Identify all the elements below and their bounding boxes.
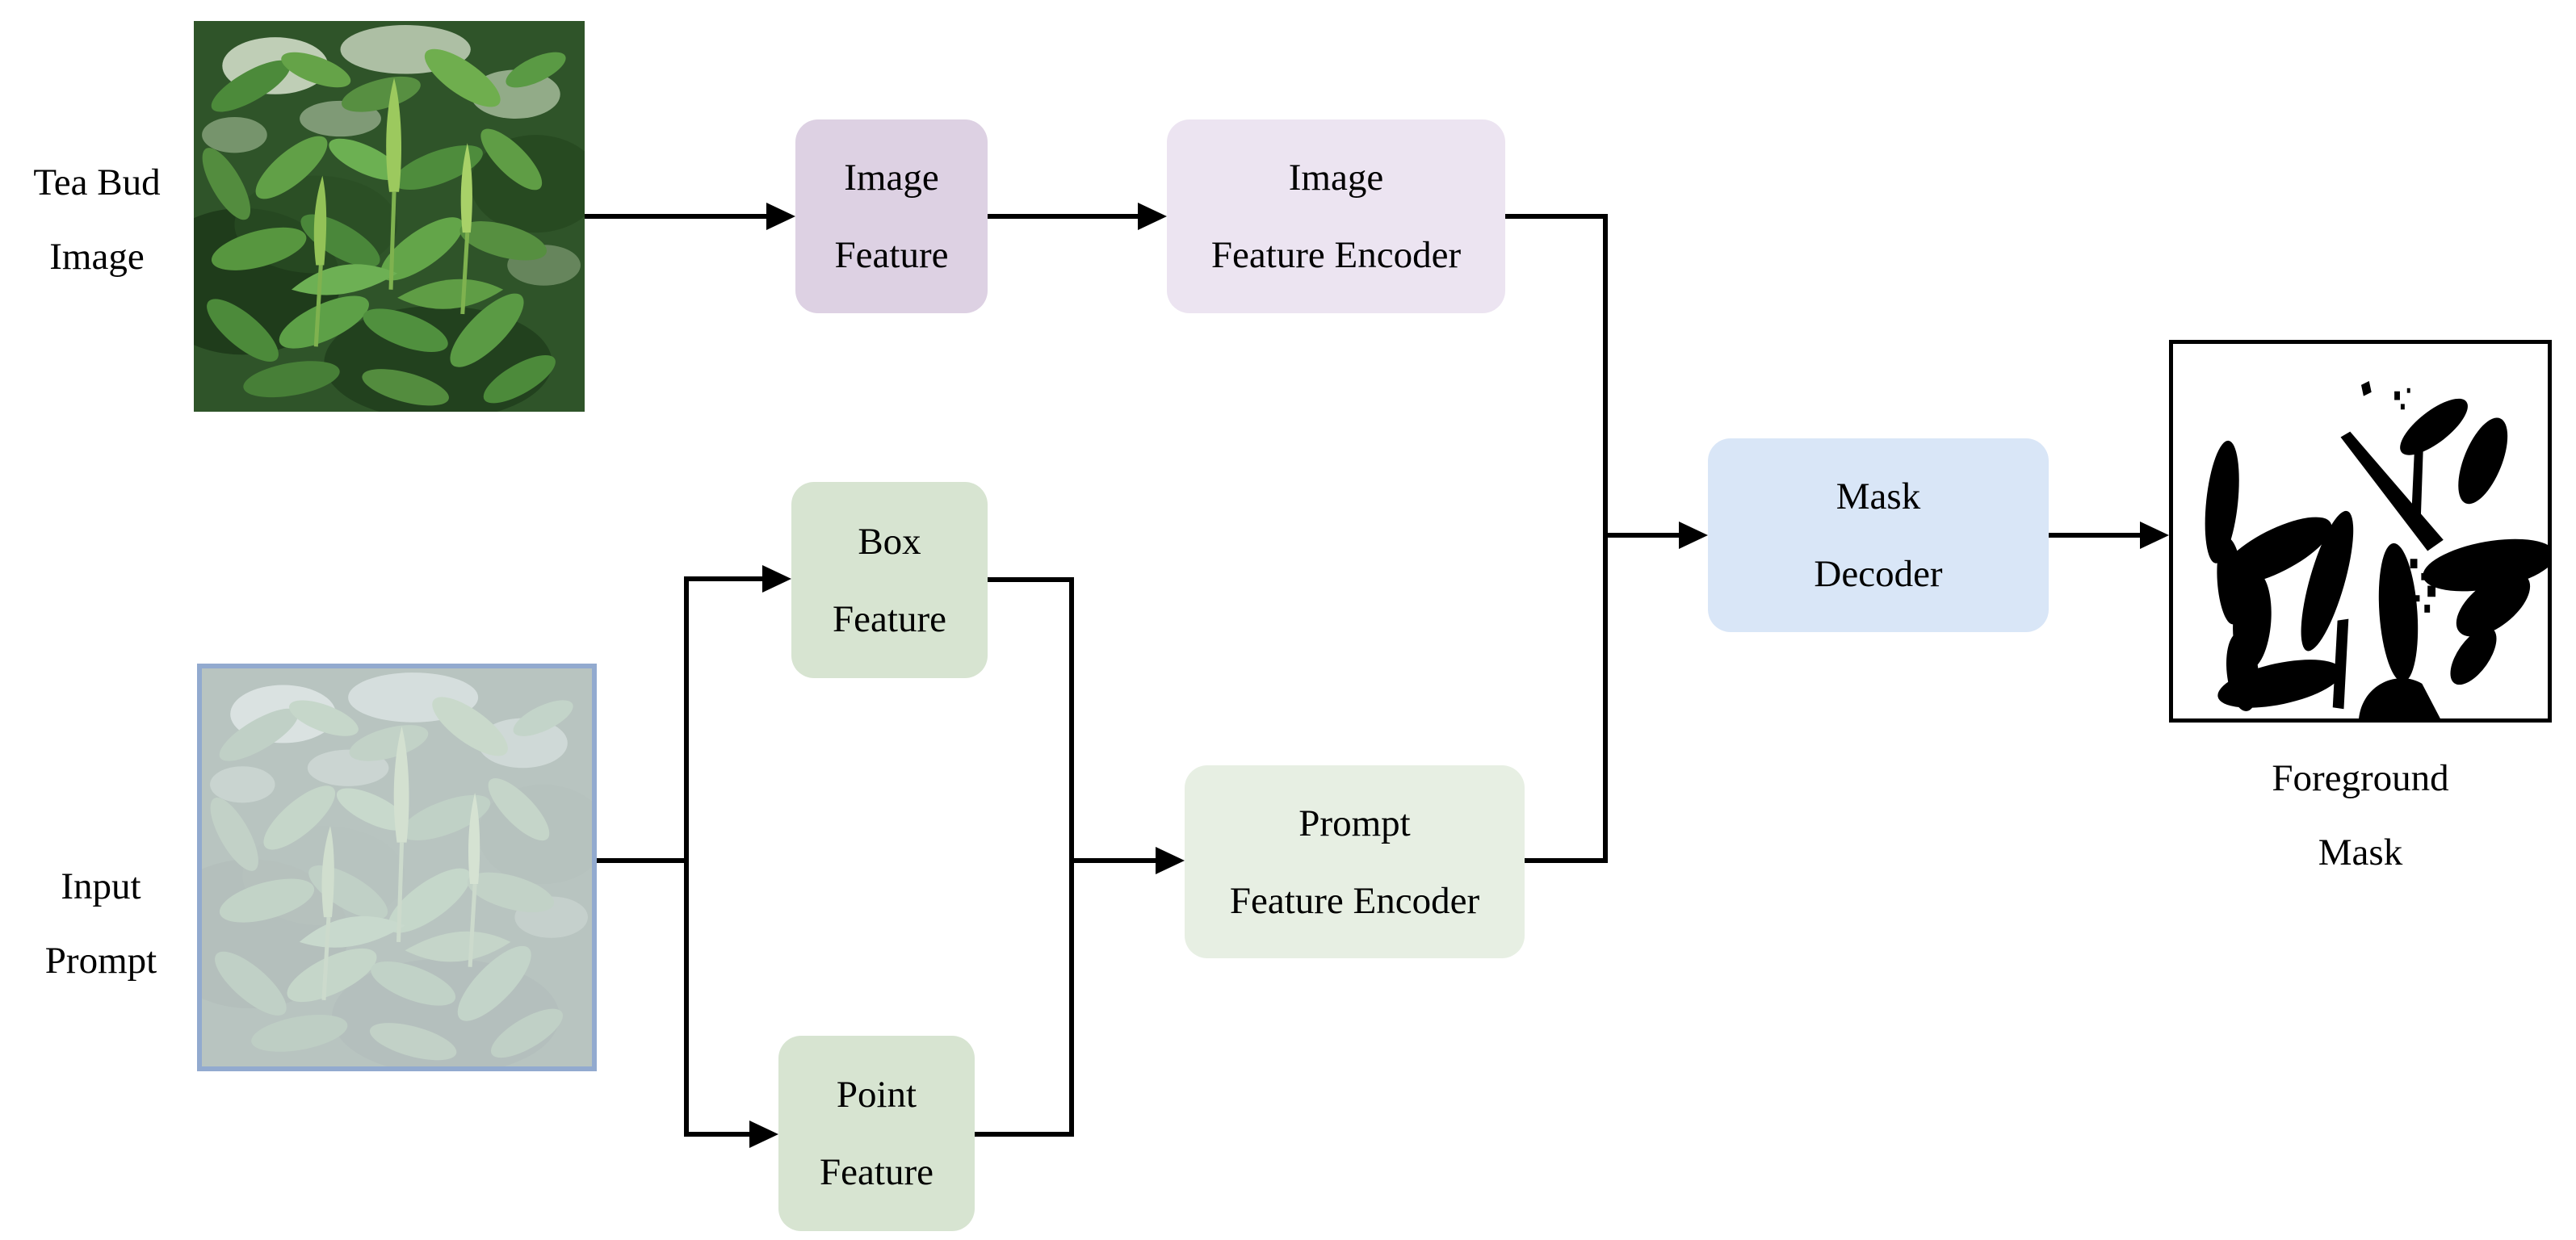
arrow-maskdecoder-to-mask xyxy=(2049,522,2169,549)
label-line: Tea Bud xyxy=(33,161,161,203)
node-label-line: Image xyxy=(1288,157,1384,199)
node-label-line: Point xyxy=(836,1074,917,1116)
point-feature-node: Point Feature xyxy=(778,1036,975,1231)
prompt-feature-encoder-node: Prompt Feature Encoder xyxy=(1185,765,1525,958)
faded-overlay xyxy=(202,668,592,1066)
arrow-branch-to-boxfeature xyxy=(686,565,791,593)
mask-silhouettes xyxy=(2173,344,2548,718)
tea-bud-photo xyxy=(194,21,585,412)
label-line: Prompt xyxy=(44,940,157,982)
node-label-line: Image xyxy=(844,157,939,199)
node-label-line: Prompt xyxy=(1298,802,1411,844)
tea-bud-image-label: Tea Bud Image xyxy=(6,145,187,294)
node-label-line: Mask xyxy=(1836,475,1921,517)
box-feature-node: Box Feature xyxy=(791,482,988,678)
node-label-line: Feature Encoder xyxy=(1210,234,1462,276)
label-line: Image xyxy=(49,236,145,278)
image-feature-encoder-node: Image Feature Encoder xyxy=(1167,119,1505,313)
image-feature-node: Image Feature xyxy=(795,119,988,313)
node-label-line: Feature Encoder xyxy=(1229,879,1480,922)
label-line: Input xyxy=(61,865,141,907)
arrow-imagefeature-to-encoder xyxy=(988,203,1167,230)
wire-feature-collector xyxy=(975,577,1074,1137)
node-label-line: Feature xyxy=(834,234,949,276)
label-line: Mask xyxy=(2318,832,2403,873)
mask-decoder-node: Mask Decoder xyxy=(1708,438,2049,632)
arrow-collector-to-promptencoder xyxy=(1072,847,1185,874)
input-prompt-label: Input Prompt xyxy=(12,849,190,998)
node-label-line: Feature xyxy=(833,597,946,640)
foreground-mask-label: Foreground Mask xyxy=(2159,741,2562,890)
arrow-junction-to-maskdecoder xyxy=(1605,522,1708,549)
node-label-line: Box xyxy=(858,520,921,563)
input-prompt-photo xyxy=(197,664,597,1071)
label-line: Foreground xyxy=(2272,757,2449,799)
node-label-line: Feature xyxy=(820,1151,933,1193)
arrow-branch-to-pointfeature xyxy=(686,1121,778,1148)
foreground-mask-image xyxy=(2169,340,2552,723)
wire-encoder-merge-junction xyxy=(1505,214,1608,863)
arrow-teaimage-to-imagefeature xyxy=(585,203,795,230)
wire-prompt-branch xyxy=(592,576,689,1137)
node-label-line: Decoder xyxy=(1814,553,1943,595)
